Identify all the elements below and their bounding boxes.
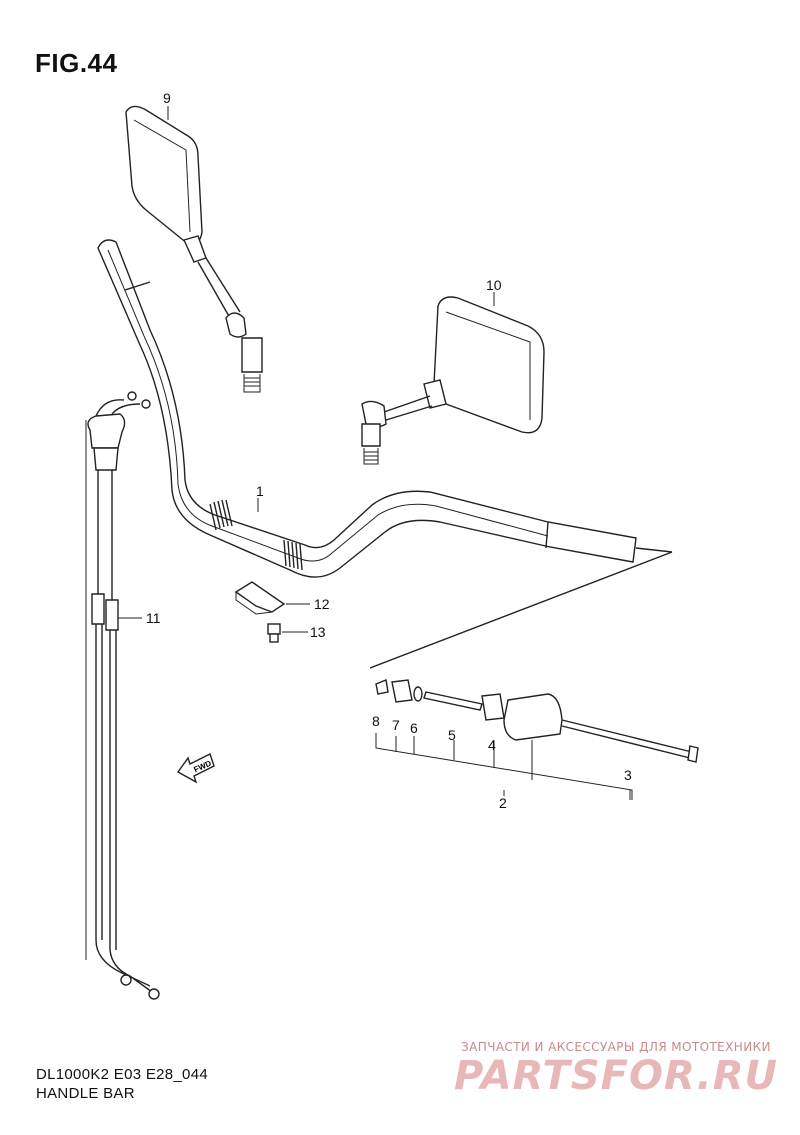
callout-7: 7	[392, 717, 400, 733]
callout-11: 11	[146, 610, 161, 626]
callout-4: 4	[488, 737, 496, 753]
callout-5: 5	[448, 727, 456, 743]
callout-9: 9	[163, 90, 171, 106]
watermark: ЗАПЧАСТИ И АКСЕССУАРЫ ДЛЯ МОТОТЕХНИКИ PA…	[454, 1040, 778, 1098]
callout-1: 1	[256, 483, 264, 499]
callout-2: 2	[499, 795, 507, 811]
bolt-part-13	[267, 623, 281, 643]
clamp-part-12	[234, 581, 286, 615]
handlebar-part-1	[97, 239, 637, 578]
callout-leaders	[118, 106, 505, 796]
grip-end-assembly	[369, 547, 699, 800]
section-name: HANDLE BAR	[36, 1085, 135, 1102]
forward-direction-arrow: FWD	[176, 753, 215, 784]
mirror-right-part-10	[361, 296, 545, 465]
watermark-logo: PARTSFOR.RU	[453, 1053, 778, 1099]
callout-12: 12	[314, 596, 330, 612]
figure-title: FIG.44	[35, 48, 118, 78]
knurl-band-left	[209, 499, 233, 531]
mirror-left-part-9	[125, 105, 263, 393]
callout-10: 10	[486, 277, 502, 293]
watermark-tagline: ЗАПЧАСТИ И АКСЕССУАРЫ ДЛЯ МОТОТЕХНИКИ	[461, 1040, 771, 1054]
throttle-cable-part-11	[85, 391, 160, 1000]
callout-6: 6	[410, 720, 418, 736]
model-code: DL1000K2 E03 E28_044	[36, 1066, 208, 1083]
callout-8: 8	[372, 713, 380, 729]
callout-3: 3	[624, 767, 632, 783]
knurl-band-right	[283, 539, 303, 571]
callout-13: 13	[310, 624, 326, 640]
